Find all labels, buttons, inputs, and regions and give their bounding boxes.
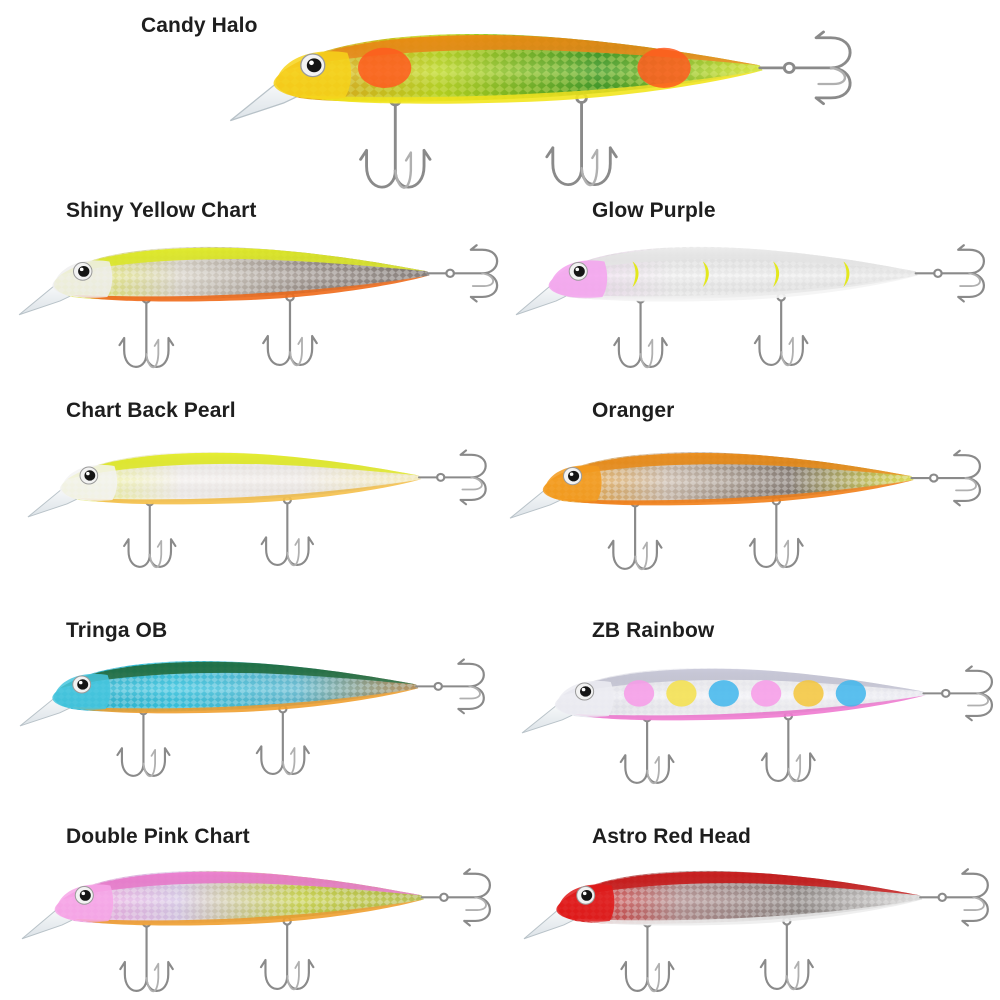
lure-image [18,244,499,369]
lure-spot [751,680,782,707]
lure-pupil [78,265,90,277]
lure-pupil [568,470,580,482]
tail-treble-hook [417,449,487,506]
lure-image [21,868,491,993]
lure-name: Glow Purple [592,199,716,222]
tail-treble-hook [426,244,499,303]
lure-image [229,30,852,189]
lure-pupil [84,470,96,481]
lure-name: Astro Red Head [592,825,751,848]
treble-hook [262,292,318,367]
treble-hook [619,713,675,785]
treble-hook [760,711,816,783]
lure-spot [666,680,697,707]
treble-hook [116,706,171,778]
lure-pupil [573,265,585,277]
treble-hook [620,918,675,993]
lure-stripe [702,261,709,288]
lure-name: Chart Back Pearl [66,399,236,422]
tail-treble-hook [922,665,994,722]
lure-name: Candy Halo [141,14,258,37]
treble-hook [748,496,804,569]
lure-image [509,449,982,571]
lure-spot [637,47,691,88]
treble-hook [607,498,663,571]
treble-hook [119,918,174,993]
lure-spot [835,680,866,707]
tail-treble-hook [914,244,985,303]
lure-pupil [79,889,91,901]
tail-treble-hook [420,868,491,927]
lure-spot [708,680,739,707]
treble-hook [753,292,809,367]
treble-hook [359,94,432,189]
treble-hook [613,294,668,369]
lure-spot [358,47,412,88]
lure-pupil [581,889,593,901]
lure-name: ZB Rainbow [592,619,715,642]
lure-name: Tringa OB [66,619,168,642]
lure-name: Double Pink Chart [66,825,250,848]
lure-image [515,244,985,369]
treble-hook [759,916,814,991]
lure-stripe [632,261,639,288]
lure-image [19,658,485,778]
lure-name: Oranger [592,399,675,422]
treble-hook [123,497,177,569]
treble-hook [118,294,175,369]
tail-treble-hook [910,449,982,507]
lure-stripe [773,261,780,288]
lure-spot [793,680,824,707]
lure-image [521,665,994,785]
lure-spot [623,680,655,707]
treble-hook [545,92,618,187]
tail-treble-hook [919,868,989,927]
tail-treble-hook [758,30,852,106]
lure-image [27,449,487,569]
treble-hook [259,916,315,991]
lure-pupil [580,686,592,697]
lure-name: Shiny Yellow Chart [66,199,257,222]
lure-stripe [843,261,850,288]
treble-hook [255,704,310,776]
tail-treble-hook [415,658,485,715]
treble-hook [260,495,315,567]
lure-pupil [306,58,322,73]
lure-pupil [77,679,89,690]
lure-image [523,868,989,993]
